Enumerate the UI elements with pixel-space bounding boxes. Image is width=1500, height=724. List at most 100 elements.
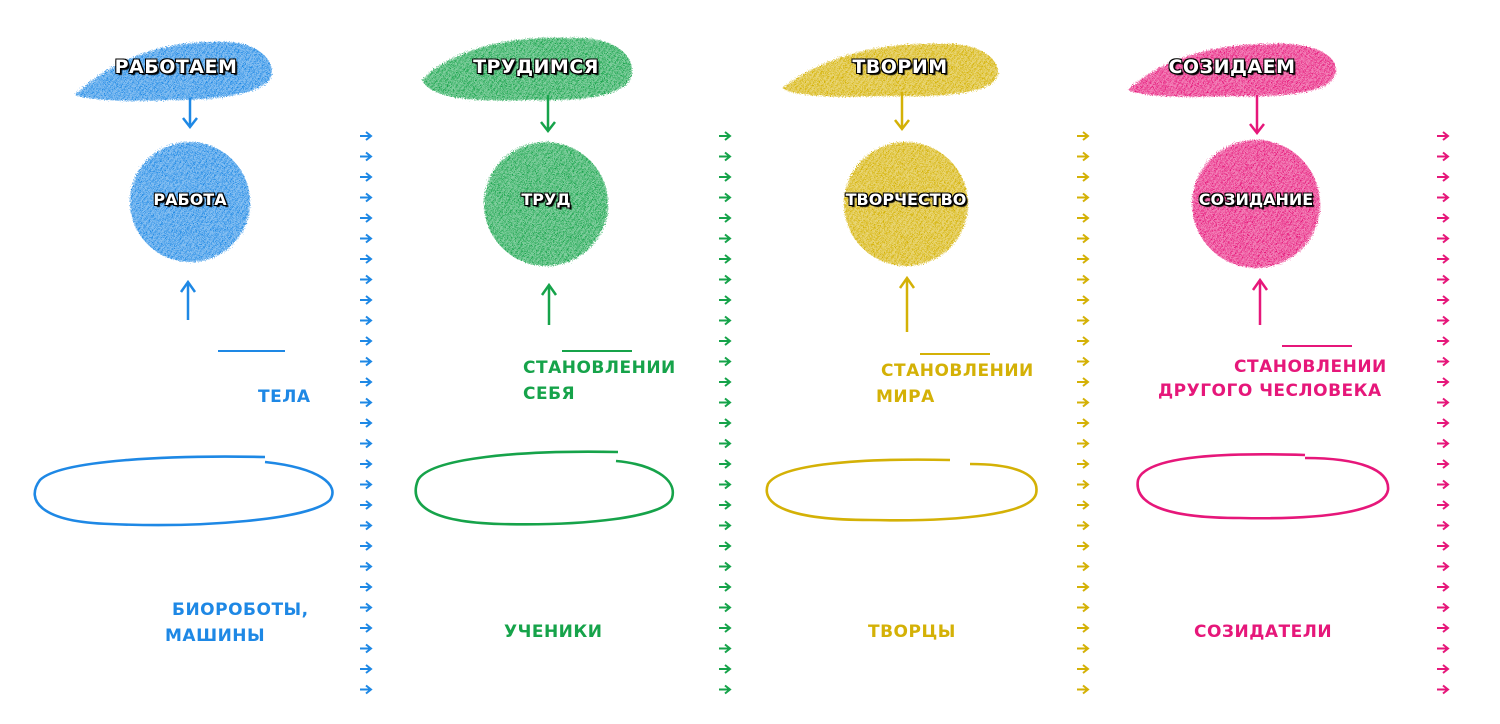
blank-oval	[414, 450, 675, 526]
divider-arrow-icon	[1437, 582, 1450, 592]
divider-arrow-icon	[719, 172, 732, 182]
divider-arrow-icon	[360, 377, 373, 387]
divider-arrow-icon	[1437, 295, 1450, 305]
column-creation-drawing	[1128, 43, 1390, 520]
result-line2: МАШИНЫ	[165, 626, 266, 646]
divider-arrow-icon	[360, 664, 373, 674]
divider-arrow-icon	[719, 684, 732, 695]
column-work-drawing	[33, 41, 334, 527]
divider-arrow-icon	[719, 131, 732, 141]
divider-arrow-icon	[1437, 520, 1450, 531]
divider-arrow-icon	[1437, 602, 1450, 613]
divider-arrow-icon	[1437, 151, 1450, 162]
circle-label: ТВОРЧЕСТВО	[845, 190, 967, 209]
divider-arrow-icon	[360, 561, 373, 572]
divider-arrow-icon	[719, 315, 732, 326]
banner-scribble	[75, 41, 272, 101]
divider-arrow-icon	[719, 151, 732, 162]
divider-arrow-icon	[1437, 397, 1450, 408]
divider-arrow-icon	[1437, 418, 1450, 428]
divider-arrow-icon	[1077, 438, 1090, 449]
divider-arrow-icon	[1077, 541, 1090, 551]
divider-arrow-icon	[719, 274, 732, 285]
divider-arrow-icon	[1437, 561, 1450, 572]
divider-arrow-icon	[1077, 602, 1090, 613]
divider-arrow-icon	[1077, 684, 1090, 695]
result-line1: БИОРОБОТЫ,	[172, 600, 309, 620]
result-line2: СОЗИДАТЕЛИ	[1194, 622, 1333, 642]
divider-arrow-icon	[1437, 643, 1450, 654]
divider-arrow-icon	[360, 213, 373, 223]
divider-arrow-icon	[719, 541, 732, 551]
divider-arrow-icon	[1437, 479, 1450, 490]
divider-arrow-icon	[1437, 500, 1450, 510]
divider-arrow-icon	[719, 664, 732, 674]
divider-arrow-icon	[360, 254, 373, 264]
divider-arrow-icon	[360, 623, 373, 633]
divider-arrow-icon	[719, 582, 732, 592]
divider-arrow-icon	[1077, 172, 1090, 182]
divider-arrow-icon	[360, 192, 373, 203]
divider-arrow-icon	[360, 602, 373, 613]
divider-arrow-icon	[360, 274, 373, 285]
divider-arrow-icon	[1077, 377, 1090, 387]
divider-arrow-icon	[1437, 254, 1450, 264]
divider-arrow-icon	[1077, 643, 1090, 654]
divider-arrow-icon	[1077, 520, 1090, 531]
divider-arrow-icon	[1077, 213, 1090, 223]
divider-arrow-icon	[1077, 623, 1090, 633]
divider-arrow-icon	[719, 254, 732, 264]
banner-label: ТВОРИМ	[852, 56, 948, 78]
banner-scribble	[422, 37, 632, 101]
divider-arrow-icon	[719, 295, 732, 305]
becoming-line2: СЕБЯ	[523, 384, 576, 404]
divider-arrow-icon	[1077, 233, 1090, 244]
divider-arrow-icon	[360, 356, 373, 367]
divider-arrows-4	[1437, 131, 1450, 695]
divider-arrow-icon	[719, 500, 732, 510]
result-line2: УЧЕНИКИ	[504, 622, 603, 642]
divider-arrow-icon	[360, 684, 373, 695]
becoming-line2: МИРА	[876, 387, 935, 407]
becoming-line1: СТАНОВЛЕНИИ	[523, 358, 676, 378]
banner-label: СОЗИДАЕМ	[1168, 56, 1296, 78]
divider-arrow-icon	[1437, 684, 1450, 695]
divider-arrow-icon	[360, 479, 373, 490]
circle-blob	[844, 142, 968, 266]
divider-arrow-icon	[1437, 438, 1450, 449]
circle-label: СОЗИДАНИЕ	[1198, 190, 1314, 209]
divider-arrow-icon	[719, 213, 732, 223]
result-line2: ТВОРЦЫ	[868, 622, 956, 642]
divider-arrow-icon	[1077, 664, 1090, 674]
divider-arrow-icon	[1437, 459, 1450, 469]
circle-blob	[130, 142, 250, 262]
blank-oval	[33, 455, 334, 527]
divider-arrow-icon	[1077, 295, 1090, 305]
divider-arrow-icon	[1437, 336, 1450, 346]
banner-label: ТРУДИМСЯ	[473, 56, 599, 78]
becoming-line1: СТАНОВЛЕНИИ	[1234, 357, 1387, 377]
divider-arrows-1	[360, 131, 373, 695]
blank-oval	[1136, 452, 1390, 520]
circle-label: ТРУД	[521, 190, 571, 209]
divider-arrow-icon	[360, 582, 373, 592]
divider-arrow-icon	[360, 233, 373, 244]
divider-arrow-icon	[1437, 377, 1450, 387]
divider-arrow-icon	[360, 172, 373, 182]
divider-arrows-2	[719, 131, 732, 695]
divider-arrow-icon	[1437, 356, 1450, 367]
divider-arrow-icon	[719, 336, 732, 346]
divider-arrow-icon	[719, 233, 732, 244]
divider-arrow-icon	[360, 315, 373, 326]
banner-label: РАБОТАЕМ	[114, 56, 238, 78]
divider-arrow-icon	[719, 438, 732, 449]
column-creativity: ТВОРИМ ТВОРЧЕСТВО СТАНОВЛЕНИИ МИРА ТВОРЦ…	[730, 0, 1090, 724]
divider-arrow-icon	[360, 643, 373, 654]
divider-arrow-icon	[719, 561, 732, 572]
divider-arrow-icon	[1077, 315, 1090, 326]
divider-arrow-icon	[1437, 623, 1450, 633]
divider-arrow-icon	[1077, 459, 1090, 469]
divider-arrow-icon	[719, 602, 732, 613]
column-work: РАБОТАЕМ РАБОТА ТЕЛА БИОРОБОТЫ, МАШИНЫ	[10, 0, 370, 724]
